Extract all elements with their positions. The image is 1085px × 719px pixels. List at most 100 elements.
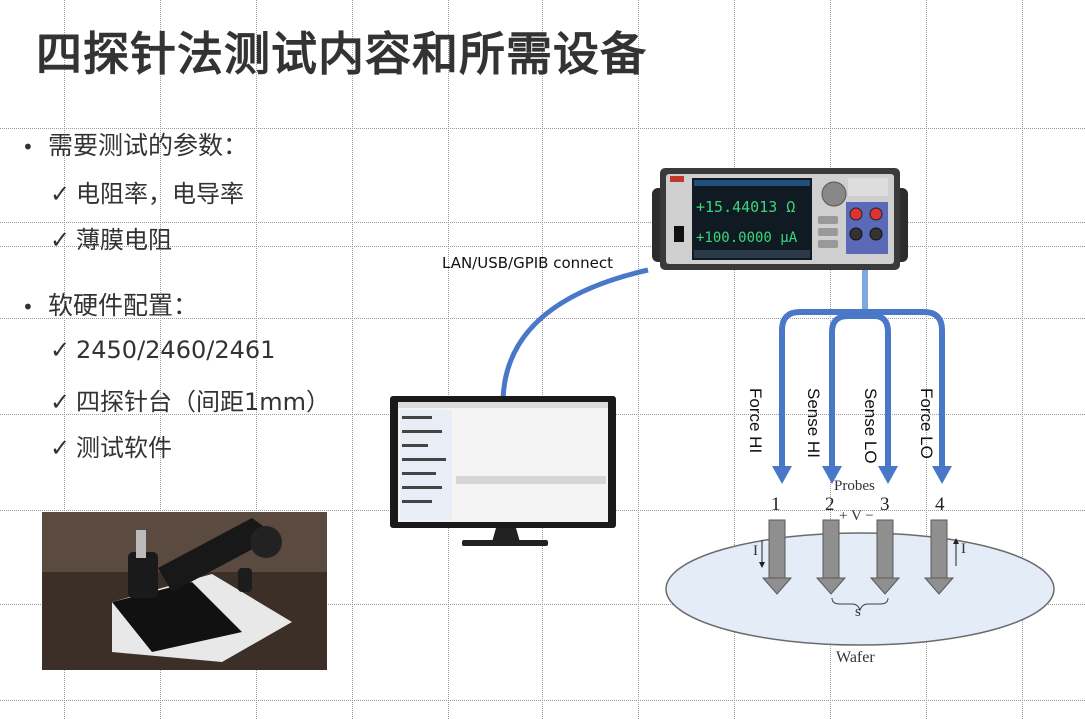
connection-label: LAN/USB/GPIB connect <box>442 254 614 272</box>
guide-line <box>448 0 449 719</box>
source-meter-instrument: +15.44013 Ω +100.0000 μA <box>648 168 912 272</box>
probe-3-tip <box>869 577 901 595</box>
arrow-icon <box>759 562 765 568</box>
probe-4 <box>930 519 948 581</box>
software-item <box>402 458 446 461</box>
probe-arm <box>158 518 277 592</box>
guide-line <box>352 0 353 719</box>
rotary-knob[interactable] <box>821 181 847 207</box>
guide-line <box>0 700 1085 701</box>
display-resistance: +15.44013 Ω <box>696 198 796 216</box>
function-button[interactable] <box>818 216 838 224</box>
display-current: +100.0000 μA <box>696 230 798 246</box>
software-item <box>402 430 442 433</box>
wafer-label: Wafer <box>836 649 875 666</box>
arrow-icon <box>772 466 792 484</box>
probe-2 <box>822 519 840 581</box>
bullet-configuration: •软硬件配置： <box>22 286 198 322</box>
adjust-screw <box>238 568 252 592</box>
wafer <box>665 532 1055 646</box>
voltage-label: + V − <box>839 508 874 524</box>
software-item <box>402 486 442 489</box>
check-item-label: 四探针台（间距1mm） <box>76 388 331 416</box>
software-item <box>402 500 432 503</box>
function-button[interactable] <box>818 228 838 236</box>
check-item-label: 2450/2460/2461 <box>76 336 276 364</box>
slide-title: 四探针法测试内容和所需设备 <box>36 27 647 81</box>
check-icon: ✓ <box>50 336 71 364</box>
software-menubar <box>398 402 608 408</box>
monitor-base <box>462 540 548 546</box>
bullet-parameters: • 需要测试的参数： <box>22 126 248 162</box>
menu-button-group[interactable] <box>848 178 888 196</box>
arrow-icon <box>953 538 959 544</box>
monitor-neck <box>492 528 520 542</box>
adjust-knob <box>250 526 282 558</box>
check-item-label: 电阻率，电导率 <box>76 180 244 208</box>
software-item <box>402 444 428 447</box>
guide-line <box>160 0 161 719</box>
probe-label-force-hi: Force HI <box>746 388 765 454</box>
computer-monitor <box>390 396 616 546</box>
usb-port <box>674 226 684 242</box>
guide-line <box>0 128 1085 129</box>
bullet-label: 需要测试的参数： <box>48 131 249 160</box>
check-item: ✓薄膜电阻 <box>50 220 172 255</box>
probe-number: 2 <box>825 494 835 515</box>
guide-line <box>64 0 65 719</box>
guide-line <box>256 0 257 719</box>
probe-4-tip <box>923 577 955 595</box>
probe-3 <box>876 519 894 581</box>
check-item: ✓2450/2460/2461 <box>50 336 275 364</box>
force-lo-cable <box>866 309 945 468</box>
guide-line <box>926 0 927 719</box>
spacing-brace <box>831 597 889 612</box>
check-item: ✓电阻率，电导率 <box>50 174 244 209</box>
display-softkeys <box>694 250 810 258</box>
terminal-jack <box>849 227 863 241</box>
probe-1 <box>768 519 786 581</box>
current-label-left: I <box>753 543 758 559</box>
probe-cable-stem <box>862 268 868 312</box>
check-item-label: 薄膜电阻 <box>76 226 172 254</box>
terminal-jack <box>849 207 863 221</box>
arrow-icon <box>932 466 952 484</box>
probe-number: 3 <box>880 494 890 515</box>
display-screen <box>692 178 812 260</box>
software-toolbar <box>456 476 606 484</box>
bullet-dot: • <box>22 135 34 159</box>
guide-line <box>0 604 1085 605</box>
guide-line <box>734 0 735 719</box>
software-sidebar <box>400 410 452 520</box>
check-item-label: 测试软件 <box>76 434 172 462</box>
guide-line <box>0 246 1085 247</box>
check-item: ✓四探针台（间距1mm） <box>50 382 330 417</box>
function-button[interactable] <box>818 240 838 248</box>
probes-title: Probes <box>834 478 875 494</box>
terminal-jack <box>869 207 883 221</box>
guide-line <box>0 222 1085 223</box>
software-item <box>402 416 432 419</box>
station-stage <box>112 582 242 652</box>
guide-line <box>1022 0 1023 719</box>
sense-lo-cable <box>866 313 891 468</box>
check-icon: ✓ <box>50 226 71 254</box>
usb-cable <box>500 267 649 401</box>
arrow-icon <box>822 466 842 484</box>
current-label-right: I <box>961 541 966 557</box>
check-item: ✓测试软件 <box>50 428 172 463</box>
guide-line <box>542 0 543 719</box>
probe-number: 4 <box>935 494 945 515</box>
check-icon: ✓ <box>50 434 71 462</box>
force-hi-cable <box>779 309 866 468</box>
probe-2-tip <box>815 577 847 595</box>
brand-logo <box>670 176 684 182</box>
probe-head <box>128 552 158 598</box>
check-icon: ✓ <box>50 180 71 208</box>
probe-number: 1 <box>771 494 781 515</box>
terminal-jack <box>869 227 883 241</box>
probe-connector <box>136 530 146 558</box>
probe-label-sense-lo: Sense LO <box>861 388 880 464</box>
display-header <box>694 180 810 186</box>
